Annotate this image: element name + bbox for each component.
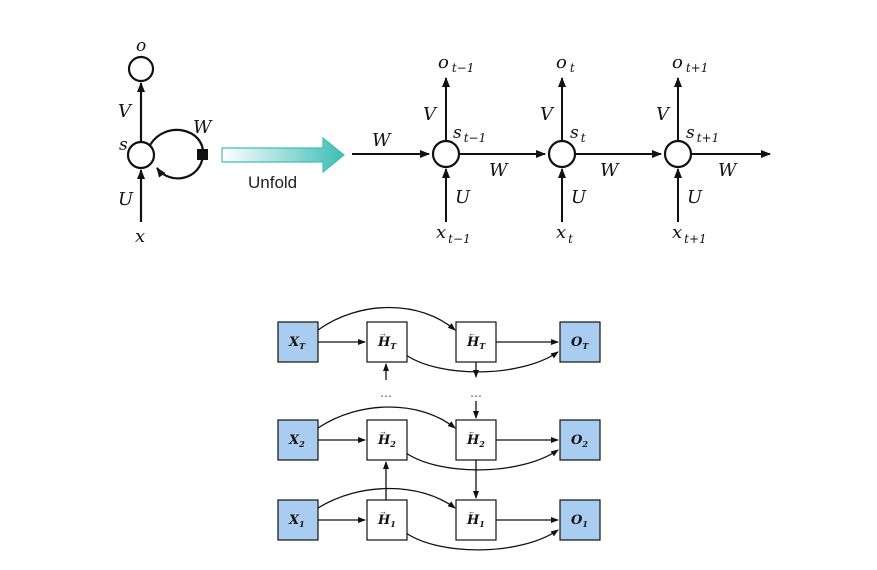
birnn-arrow-forward-to-output (405, 529, 559, 551)
folded-rnn: o s V U x W (118, 36, 213, 247)
unfolded-v-label: V (540, 104, 555, 125)
birnn-backward-label: H1 (466, 513, 485, 529)
birnn-backward-box (455, 499, 497, 541)
birnn-backward-arrow-glyph: ← (468, 427, 476, 436)
folded-w-label: W (193, 117, 213, 138)
unfold-arrow-shape (221, 136, 345, 174)
birnn-forward-arrow-glyph: → (379, 329, 387, 338)
birnn-input-box (277, 499, 319, 541)
birnn-forward-arrow-glyph: → (379, 507, 387, 516)
birnn-row: X1 H1 → H1 ← O1 (277, 499, 601, 541)
birnn-output-label: OT (571, 335, 589, 351)
birnn-arrow-input-to-backward (317, 306, 456, 331)
birnn-forward-box (366, 321, 408, 363)
birnn-backward-box (455, 419, 497, 461)
unfolded-w-label: W (718, 160, 738, 181)
birnn-arrow-forward-to-output (405, 351, 559, 373)
birnn-backward-arrow-glyph: ← (468, 329, 476, 338)
birnn-output-label: O1 (571, 513, 588, 529)
unfold-label: Unfold (248, 173, 297, 192)
birnn-arrow-input-to-backward (317, 406, 456, 429)
unfolded-state-node (431, 139, 461, 169)
birnn-input-label: X2 (288, 433, 305, 449)
birnn-forward-box (366, 419, 408, 461)
birnn-backward-box (455, 321, 497, 363)
unfolded-v-label: V (656, 104, 671, 125)
birnn-input-label: XT (288, 335, 306, 351)
folded-v-label: V (118, 101, 133, 122)
birnn-ellipsis-backward: … (470, 386, 482, 400)
birnn-forward-label: HT (377, 335, 397, 351)
birnn-ellipsis-forward: … (380, 386, 392, 400)
folded-state-node (126, 140, 156, 170)
birnn-arrow-forward-to-output (405, 449, 559, 471)
birnn-row: X2 H2 → H2 ← O2 (277, 419, 601, 461)
bidirectional-rnn: … … XT HT → HT ← OT X2 H2 → H2 ← O2 (277, 306, 601, 551)
unfolded-state-node (547, 139, 577, 169)
birnn-forward-box (366, 499, 408, 541)
folded-input-label: x (135, 226, 145, 247)
birnn-forward-label: H2 (377, 433, 396, 449)
folded-delay-square (197, 149, 208, 160)
birnn-forward-arrow-glyph: → (379, 427, 387, 436)
birnn-output-box (559, 419, 601, 461)
birnn-backward-arrow-glyph: ← (468, 507, 476, 516)
folded-output-node (127, 55, 155, 83)
unfolded-incoming-w-label: W (372, 130, 392, 151)
birnn-output-box (559, 321, 601, 363)
birnn-input-box (277, 321, 319, 363)
folded-u-label: U (118, 189, 134, 210)
unfolded-u-label: U (687, 187, 703, 208)
folded-state-label: s (119, 135, 128, 155)
birnn-forward-label: H1 (377, 513, 396, 529)
unfold-arrow: Unfold (221, 136, 345, 192)
birnn-input-box (277, 419, 319, 461)
unfolded-w-label: W (600, 160, 620, 181)
unfolded-w-label: W (489, 160, 509, 181)
unfolded-v-label: V (423, 104, 438, 125)
unfolded-state-node (663, 139, 693, 169)
birnn-backward-label: H2 (466, 433, 485, 449)
unfolded-u-label: U (455, 187, 471, 208)
unfolded-u-label: U (571, 187, 587, 208)
birnn-row: XT HT → HT ← OT (277, 321, 601, 363)
birnn-output-label: O2 (571, 433, 588, 449)
birnn-connections (317, 306, 559, 551)
birnn-backward-label: HT (466, 335, 486, 351)
folded-output-label: o (136, 36, 146, 56)
birnn-arrow-input-to-backward (317, 487, 456, 509)
birnn-output-box (559, 499, 601, 541)
birnn-input-label: X1 (288, 513, 305, 529)
